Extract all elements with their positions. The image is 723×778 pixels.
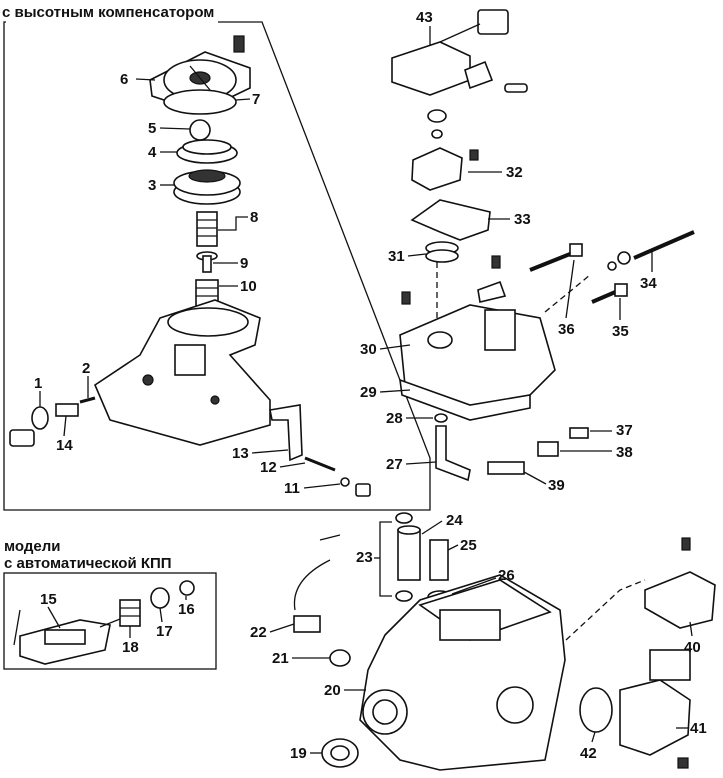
callout-33: 33 bbox=[514, 211, 531, 228]
top-screw bbox=[233, 35, 245, 53]
caption-altitude-compensator: с высотным компенсатором bbox=[2, 4, 215, 21]
part-29-base bbox=[399, 378, 531, 421]
part-27-lever bbox=[435, 425, 471, 482]
callout-31: 31 bbox=[388, 248, 405, 265]
part-7-gasket bbox=[163, 89, 237, 115]
part-42-ring bbox=[579, 687, 613, 733]
callout-5: 5 bbox=[148, 120, 156, 137]
part-34-screw bbox=[607, 230, 695, 271]
part-1-washer bbox=[31, 406, 49, 430]
callout-24: 24 bbox=[446, 512, 463, 529]
part-18-spring bbox=[119, 599, 141, 627]
callout-16: 16 bbox=[178, 601, 195, 618]
part-39-spring bbox=[487, 461, 525, 475]
callout-7: 7 bbox=[252, 91, 260, 108]
callout-25: 25 bbox=[460, 537, 477, 554]
callout-32: 32 bbox=[506, 164, 523, 181]
caption-automatic-line2: с автоматической КПП bbox=[4, 555, 172, 572]
part-37-screw bbox=[569, 427, 589, 439]
plug bbox=[9, 429, 35, 447]
compensator-body bbox=[94, 299, 271, 446]
part-3-diaphragm bbox=[173, 169, 241, 205]
callout-10: 10 bbox=[240, 278, 257, 295]
callout-9: 9 bbox=[240, 255, 248, 272]
part-20-housing bbox=[359, 574, 566, 771]
callout-20: 20 bbox=[324, 682, 341, 699]
callout-40: 40 bbox=[684, 639, 701, 656]
part-41-unit bbox=[619, 649, 691, 769]
part-22-sensor bbox=[293, 534, 341, 633]
callout-29: 29 bbox=[360, 384, 377, 401]
callout-43: 43 bbox=[416, 9, 433, 26]
callout-11: 11 bbox=[284, 480, 300, 497]
callout-36: 36 bbox=[558, 321, 575, 338]
callout-19: 19 bbox=[290, 745, 307, 762]
part-31-spring bbox=[425, 241, 459, 263]
callout-8: 8 bbox=[250, 209, 258, 226]
caption-automatic-line1: модели bbox=[4, 538, 61, 555]
callout-14: 14 bbox=[56, 437, 73, 454]
part-11-screw bbox=[340, 477, 371, 497]
callout-26: 26 bbox=[498, 567, 515, 584]
nut bbox=[427, 109, 447, 139]
part-38-spring bbox=[537, 441, 559, 457]
part-28-washer bbox=[434, 413, 448, 423]
callout-27: 27 bbox=[386, 456, 403, 473]
small-screw bbox=[401, 255, 507, 305]
callout-34: 34 bbox=[640, 275, 657, 292]
callout-30: 30 bbox=[360, 341, 377, 358]
callout-2: 2 bbox=[82, 360, 90, 377]
callout-22: 22 bbox=[250, 624, 267, 641]
part-23-bracket bbox=[379, 512, 413, 602]
part-16-ring bbox=[179, 580, 195, 596]
part-4-ring bbox=[176, 139, 238, 164]
part-24-valve bbox=[397, 525, 421, 581]
part-17-cap bbox=[150, 587, 170, 609]
assembly-line-40 bbox=[565, 579, 646, 641]
part-33-plate bbox=[410, 199, 491, 241]
callout-3: 3 bbox=[148, 177, 156, 194]
part-35-screw bbox=[591, 283, 628, 304]
callout-15: 15 bbox=[40, 591, 57, 608]
callout-23: 23 bbox=[356, 549, 373, 566]
part-12-rod bbox=[304, 456, 336, 472]
callout-21: 21 bbox=[272, 650, 289, 667]
part-43-sensor bbox=[391, 9, 528, 96]
part-40-linkage bbox=[644, 537, 716, 629]
callout-17: 17 bbox=[156, 623, 173, 640]
carburetor-top bbox=[399, 304, 556, 411]
part-13-lever bbox=[269, 404, 303, 462]
callout-6: 6 bbox=[120, 71, 128, 88]
callout-41: 41 bbox=[690, 720, 707, 737]
part-32-cam bbox=[411, 147, 479, 191]
part-15-bracket bbox=[13, 609, 131, 665]
callout-18: 18 bbox=[122, 639, 139, 656]
callout-1: 1 bbox=[34, 375, 42, 392]
callout-38: 38 bbox=[616, 444, 633, 461]
callout-13: 13 bbox=[232, 445, 249, 462]
part-9-pin bbox=[196, 251, 218, 273]
part-19-bushing bbox=[321, 738, 359, 768]
part-21-ring bbox=[329, 649, 351, 667]
altitude-compensator-frame bbox=[3, 21, 431, 511]
callout-35: 35 bbox=[612, 323, 629, 340]
part-8-spring bbox=[196, 211, 218, 247]
callout-4: 4 bbox=[148, 144, 157, 161]
callout-28: 28 bbox=[386, 410, 403, 427]
part-2-pin bbox=[79, 396, 96, 404]
callout-39: 39 bbox=[548, 477, 565, 494]
callout-37: 37 bbox=[616, 422, 633, 439]
callout-42: 42 bbox=[580, 745, 597, 762]
automatic-transmission-frame bbox=[3, 572, 217, 670]
callouts: 6 7 5 4 3 8 9 10 1 2 14 13 12 1 bbox=[34, 9, 707, 762]
part-36-screw bbox=[529, 243, 583, 272]
part-25-valve bbox=[429, 539, 449, 581]
part-5-ball bbox=[189, 119, 211, 141]
part-14-spring bbox=[55, 403, 79, 417]
callout-12: 12 bbox=[260, 459, 277, 476]
